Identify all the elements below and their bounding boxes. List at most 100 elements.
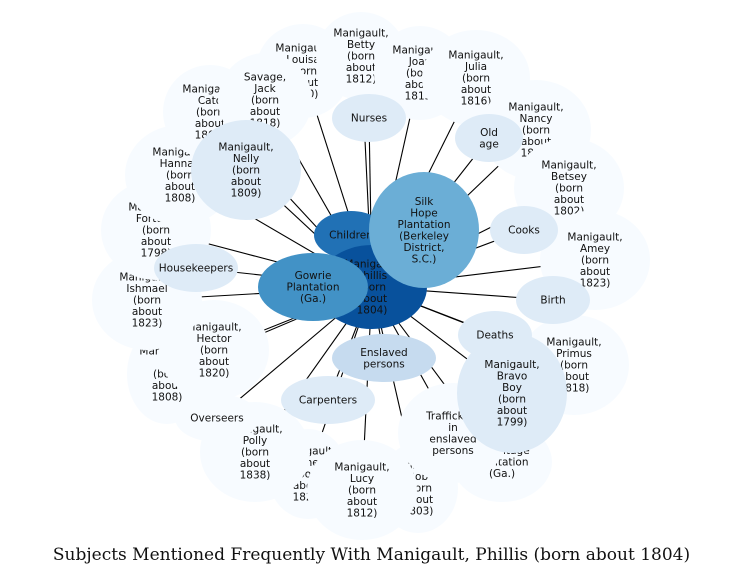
node-nelly-label-line: Manigault, bbox=[218, 142, 273, 154]
node-bravoboy-label-line: 1799) bbox=[497, 416, 528, 428]
node-trafficking-label-line: enslaved bbox=[429, 433, 476, 445]
node-nelly-label-line: (born bbox=[232, 165, 260, 177]
node-cato-label-line: about bbox=[195, 118, 225, 130]
node-deaths-bubble bbox=[458, 311, 532, 359]
node-lucy-label-line: Manigault, bbox=[334, 462, 389, 474]
node-hector-label-line: Manigault, bbox=[186, 322, 241, 334]
node-silkhope-label-line: S.C.) bbox=[412, 253, 437, 265]
node-cooks-bubble bbox=[490, 206, 558, 254]
node-louisa-label-line: Louisa bbox=[286, 54, 320, 66]
node-hector-label-line: Hector bbox=[197, 333, 233, 345]
node-hannah-label-line: Hannah bbox=[160, 158, 201, 170]
node-cato-label-line: Cato bbox=[198, 95, 222, 107]
node-primus-label-line: (born bbox=[560, 360, 588, 372]
node-silkhope-label-line: District, bbox=[403, 242, 444, 254]
node-deaths-label-line: Deaths bbox=[476, 330, 513, 342]
node-lucy-label-line: 1812) bbox=[347, 508, 378, 520]
node-cato-label-line: (born bbox=[196, 107, 224, 119]
node-polly-label-line: (born bbox=[241, 447, 269, 459]
node-gowrie-label-line: (Ga.) bbox=[300, 293, 326, 305]
node-primus-label-line: Primus bbox=[556, 348, 592, 360]
node-amey-label-line: 1823) bbox=[580, 278, 611, 290]
node-carpenters-label: Carpenters bbox=[299, 395, 357, 407]
node-julia-label-line: (born bbox=[462, 73, 490, 85]
node-lucy-bubble bbox=[307, 440, 417, 540]
node-hannah-label-line: (born bbox=[166, 170, 194, 182]
node-bravoboy-label-line: Boy bbox=[502, 382, 522, 394]
node-betsey-label-line: about bbox=[554, 194, 584, 206]
graph-nodes: Manigault,Agnes(bornabout1822)Manigault,… bbox=[92, 12, 650, 540]
node-gowrie-label-line: Gowrie bbox=[295, 270, 332, 282]
node-nurses[interactable]: Nurses bbox=[332, 94, 406, 142]
node-hector-label-line: 1820) bbox=[199, 368, 230, 380]
node-julia-label-line: about bbox=[461, 84, 491, 96]
node-jack-label-line: Jack bbox=[253, 83, 276, 95]
node-polly-label-line: 1838) bbox=[240, 470, 271, 482]
node-hermitage-label-line: (Ga.) bbox=[489, 468, 515, 480]
node-betty-label-line: about bbox=[346, 62, 376, 74]
node-julia-label-line: 1816) bbox=[461, 96, 492, 108]
node-bravoboy-label-line: Bravo bbox=[497, 370, 528, 382]
node-nancy-label-line: Nancy bbox=[520, 113, 553, 125]
node-birth[interactable]: Birth bbox=[516, 276, 590, 324]
node-nancy-label-line: Manigault, bbox=[508, 102, 563, 114]
node-cooks[interactable]: Cooks bbox=[490, 206, 558, 254]
node-carpenters[interactable]: Carpenters bbox=[281, 376, 375, 424]
node-cooks-label-line: Cooks bbox=[508, 225, 540, 237]
node-lucy-label-line: Lucy bbox=[350, 473, 374, 485]
node-primus-label-line: Manigault, bbox=[546, 337, 601, 349]
node-bravoboy-bubble bbox=[457, 333, 567, 453]
node-amey-label-line: Amey bbox=[580, 243, 610, 255]
node-nurses-label-line: Nurses bbox=[351, 113, 387, 125]
node-nurses-bubble bbox=[332, 94, 406, 142]
node-silkhope-label-line: Hope bbox=[410, 207, 437, 219]
node-trafficking-label-line: in bbox=[448, 422, 458, 434]
node-deaths-label: Deaths bbox=[476, 330, 513, 342]
node-b1808-label-line: 1808) bbox=[152, 392, 183, 404]
node-overseers-label-line: Overseers bbox=[190, 413, 243, 425]
node-jack-label-line: (born bbox=[251, 95, 279, 107]
node-betty-label-line: 1812) bbox=[346, 74, 377, 86]
node-nelly-label-line: about bbox=[231, 176, 261, 188]
node-deaths[interactable]: Deaths bbox=[458, 311, 532, 359]
node-polly-label-line: about bbox=[240, 458, 270, 470]
node-jack-label-line: about bbox=[250, 106, 280, 118]
node-housekeepers[interactable]: Housekeepers bbox=[154, 244, 238, 292]
node-children-label-line: Children bbox=[329, 230, 373, 242]
node-nancy-label-line: (born bbox=[522, 125, 550, 137]
node-jack-label-line: Savage, bbox=[244, 72, 286, 84]
node-enslaved-label-line: Enslaved bbox=[360, 347, 407, 359]
node-silkhope-bubble bbox=[369, 172, 479, 288]
node-fortune-label-line: about bbox=[141, 236, 171, 248]
node-oldage-label-line: Old bbox=[480, 127, 498, 139]
node-ishmael-label-line: (born bbox=[133, 295, 161, 307]
node-children-label: Children bbox=[329, 230, 373, 242]
node-ishmael-label-line: about bbox=[132, 306, 162, 318]
node-housekeepers-label: Housekeepers bbox=[159, 263, 233, 275]
node-birth-label-line: Birth bbox=[540, 295, 565, 307]
node-julia-label-line: Julia bbox=[464, 61, 487, 73]
node-julia-label-line: Manigault, bbox=[448, 50, 503, 62]
node-lucy-label-line: (born bbox=[348, 485, 376, 497]
node-betsey-label-line: (born bbox=[555, 183, 583, 195]
node-trafficking-label-line: persons bbox=[432, 445, 473, 457]
node-silkhope-label-line: Silk bbox=[415, 196, 434, 208]
node-nelly-label-line: 1809) bbox=[231, 188, 262, 200]
